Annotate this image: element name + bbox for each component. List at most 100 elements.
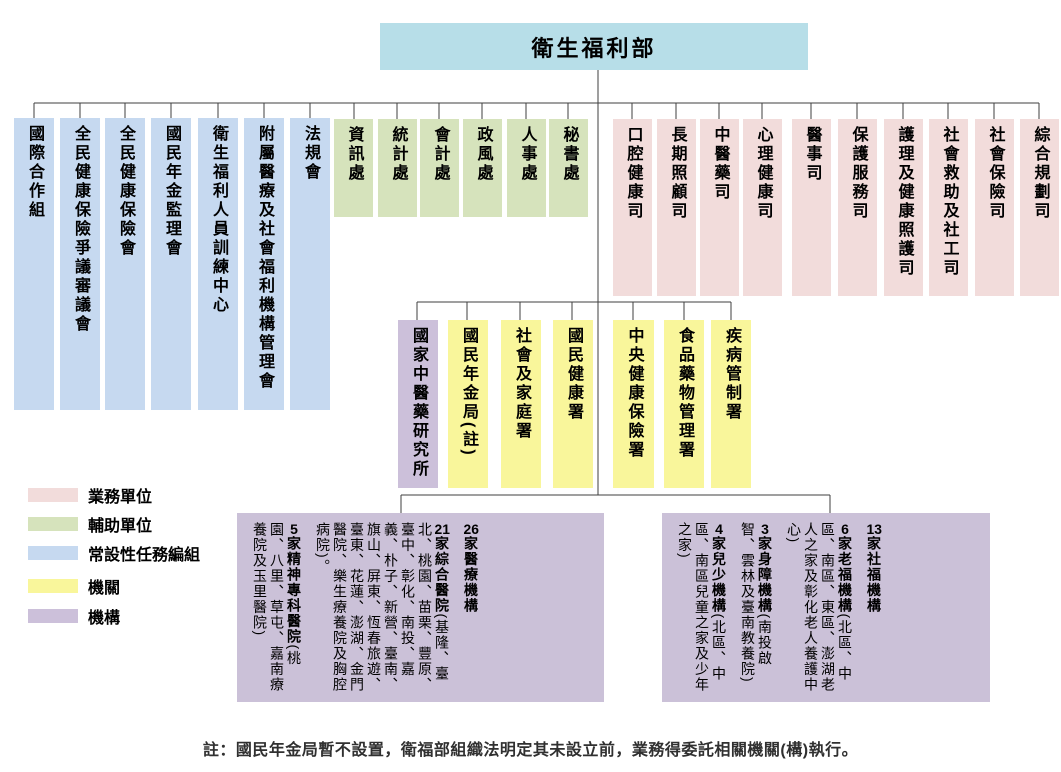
taskforce-unit-3: 國民年金監理會 bbox=[151, 118, 191, 410]
medical-entry-1-detail: (基隆、臺北、桃園、苗栗、豐原、臺中、彰化、南投、嘉義、朴子、新營、臺南、旗山、… bbox=[315, 522, 450, 693]
taskforce-unit-4-label: 衛生福利人員訓練中心 bbox=[210, 125, 227, 315]
business-unit-6-label: 護理及健康照護司 bbox=[895, 126, 913, 278]
medical-entry-2-title: 家精神專科醫院 bbox=[286, 536, 302, 645]
taskforce-unit-0-label: 國際合作組 bbox=[26, 125, 43, 220]
taskforce-unit-2: 全民健康保險會 bbox=[105, 118, 145, 410]
business-unit-0: 口腔健康司 bbox=[613, 119, 652, 296]
taskforce-unit-6: 法規會 bbox=[290, 118, 330, 410]
medical-entry-2-detail: (桃園、八里、草屯、嘉南療養院及玉里醫院) bbox=[252, 522, 302, 693]
taskforce-unit-5-label: 附屬醫療及社會福利機構管理會 bbox=[256, 125, 273, 391]
welfare-entry-1: 6家老福機構(北區、中區、南區、東區、澎湖老人之家及彰化老人養護中心) bbox=[785, 522, 853, 693]
business-unit-2-label: 中醫藥司 bbox=[711, 126, 729, 202]
agency-unit-1: 社會及家庭署 bbox=[501, 320, 541, 488]
legend-row-4: 機構 bbox=[28, 608, 120, 627]
business-unit-4-label: 醫事司 bbox=[803, 126, 821, 183]
level1-drop-lines bbox=[33, 103, 1040, 120]
legend-row-1: 輔助單位 bbox=[28, 516, 152, 535]
support-unit-3-label: 政風處 bbox=[474, 126, 492, 183]
support-unit-2: 會計處 bbox=[420, 119, 459, 217]
welfare-institutions-content: 13家社福機構 6家老福機構(北區、中區、南區、東區、澎湖老人之家及彰化老人養護中… bbox=[662, 513, 896, 702]
agency-unit-1-label: 社會及家庭署 bbox=[513, 327, 530, 441]
medical-entry-0: 26家醫療機構 bbox=[462, 522, 479, 693]
taskforce-unit-3-label: 國民年金監理會 bbox=[163, 125, 180, 258]
medical-entry-2: 5家精神專科醫院(桃園、八里、草屯、嘉南療養院及玉里醫院) bbox=[251, 522, 302, 693]
level3-drop-lines bbox=[400, 495, 831, 515]
business-unit-9: 綜合規劃司 bbox=[1020, 119, 1059, 296]
welfare-entry-2-detail: (南投啟智、雲林及臺南教養院) bbox=[740, 522, 773, 684]
welfare-entry-0-title: 家社福機構 bbox=[866, 536, 882, 614]
taskforce-unit-2-label: 全民健康保險會 bbox=[117, 125, 134, 258]
welfare-entry-2: 3家身障機構(南投啟智、雲林及臺南教養院) bbox=[739, 522, 773, 693]
welfare-entry-2-title: 家身障機構 bbox=[757, 536, 773, 614]
agency-unit-2: 國民健康署 bbox=[553, 320, 593, 488]
legend-swatch-4 bbox=[28, 609, 78, 623]
medical-entry-0-title: 家醫療機構 bbox=[463, 536, 479, 614]
institute-unit: 國家中醫藥研究所 bbox=[398, 320, 438, 488]
agency-unit-3-label: 中央健康保險署 bbox=[625, 327, 643, 460]
medical-entry-1-title: 家綜合醫院 bbox=[434, 536, 450, 614]
business-unit-5: 保護服務司 bbox=[838, 119, 877, 296]
support-unit-1: 統計處 bbox=[378, 119, 417, 217]
legend-label-4: 機構 bbox=[88, 610, 121, 627]
support-unit-2-label: 會計處 bbox=[431, 126, 449, 183]
welfare-entry-1-num: 6 bbox=[841, 522, 849, 536]
support-unit-0: 資訊處 bbox=[334, 119, 373, 217]
support-unit-5: 秘書處 bbox=[549, 119, 588, 217]
legend-row-3: 機關 bbox=[28, 578, 120, 597]
medical-entry-2-num: 5 bbox=[290, 522, 298, 536]
business-unit-9-label: 綜合規劃司 bbox=[1031, 126, 1049, 221]
legend-row-2: 常設性任務編組 bbox=[28, 545, 200, 564]
legend-label-3: 機關 bbox=[88, 580, 121, 597]
business-unit-8: 社會保險司 bbox=[975, 119, 1014, 296]
agency-unit-5: 疾病管制署 bbox=[711, 320, 751, 488]
business-unit-3-label: 心理健康司 bbox=[754, 126, 772, 221]
agency-unit-2-label: 國民健康署 bbox=[565, 327, 582, 422]
agency-unit-5-label: 疾病管制署 bbox=[723, 327, 740, 422]
welfare-entry-1-title: 家老福機構 bbox=[837, 536, 853, 614]
footnote: 註：國民年金局暫不設置，衛福部組織法明定其未設立前，業務得委託相關機關(構)執行… bbox=[202, 742, 859, 759]
root-node: 衛生福利部 bbox=[380, 23, 808, 70]
business-unit-3: 心理健康司 bbox=[743, 119, 782, 296]
legend-swatch-3 bbox=[28, 579, 78, 593]
medical-entry-1: 21家綜合醫院(基隆、臺北、桃園、苗栗、豐原、臺中、彰化、南投、嘉義、朴子、新營… bbox=[314, 522, 450, 693]
taskforce-unit-1: 全民健康保險爭議審議會 bbox=[60, 118, 100, 410]
medical-institutions-box: 26家醫療機構 21家綜合醫院(基隆、臺北、桃園、苗栗、豐原、臺中、彰化、南投、嘉… bbox=[237, 513, 604, 702]
business-unit-0-label: 口腔健康司 bbox=[624, 126, 642, 221]
support-unit-3: 政風處 bbox=[463, 119, 502, 217]
legend-label-0: 業務單位 bbox=[88, 489, 153, 506]
business-unit-8-label: 社會保險司 bbox=[986, 126, 1004, 221]
support-unit-4: 人事處 bbox=[507, 119, 546, 217]
welfare-entry-3-num: 4 bbox=[715, 522, 723, 536]
taskforce-unit-4: 衛生福利人員訓練中心 bbox=[198, 118, 238, 410]
welfare-institutions-box: 13家社福機構 6家老福機構(北區、中區、南區、東區、澎湖老人之家及彰化老人養護中… bbox=[662, 513, 990, 702]
legend-swatch-0 bbox=[28, 488, 78, 502]
root-node-label: 衛生福利部 bbox=[531, 35, 657, 61]
business-unit-4: 醫事司 bbox=[792, 119, 831, 296]
business-unit-1: 長期照顧司 bbox=[657, 119, 696, 296]
welfare-entry-0: 13家社福機構 bbox=[865, 522, 882, 693]
support-unit-5-label: 秘書處 bbox=[560, 126, 578, 183]
business-unit-7-label: 社會救助及社工司 bbox=[940, 126, 958, 278]
taskforce-unit-0: 國際合作組 bbox=[14, 118, 54, 410]
welfare-entry-3-detail: (北區、中區、南區兒童之家及少年之家) bbox=[677, 522, 727, 693]
taskforce-unit-5: 附屬醫療及社會福利機構管理會 bbox=[244, 118, 284, 410]
agency-unit-3: 中央健康保險署 bbox=[613, 320, 654, 488]
welfare-entry-0-num: 13 bbox=[866, 522, 882, 536]
agency-unit-0-label: 國民年金局(註) bbox=[460, 327, 477, 458]
support-unit-4-label: 人事處 bbox=[518, 126, 536, 183]
taskforce-unit-6-label: 法規會 bbox=[302, 125, 319, 182]
medical-entry-1-num: 21 bbox=[434, 522, 450, 536]
business-unit-2: 中醫藥司 bbox=[700, 119, 739, 296]
business-unit-6: 護理及健康照護司 bbox=[884, 119, 923, 296]
welfare-entry-3-title: 家兒少機構 bbox=[711, 536, 727, 614]
agency-unit-4: 食品藥物管理署 bbox=[664, 320, 704, 488]
legend-label-2: 常設性任務編組 bbox=[88, 547, 201, 564]
taskforce-unit-1-label: 全民健康保險爭議審議會 bbox=[72, 125, 89, 334]
support-unit-0-label: 資訊處 bbox=[345, 126, 363, 183]
welfare-entry-3: 4家兒少機構(北區、中區、南區兒童之家及少年之家) bbox=[676, 522, 727, 693]
welfare-entry-1-detail: (北區、中區、南區、東區、澎湖老人之家及彰化老人養護中心) bbox=[786, 522, 853, 693]
level2-drop-lines bbox=[416, 302, 732, 322]
business-unit-5-label: 保護服務司 bbox=[849, 126, 867, 221]
